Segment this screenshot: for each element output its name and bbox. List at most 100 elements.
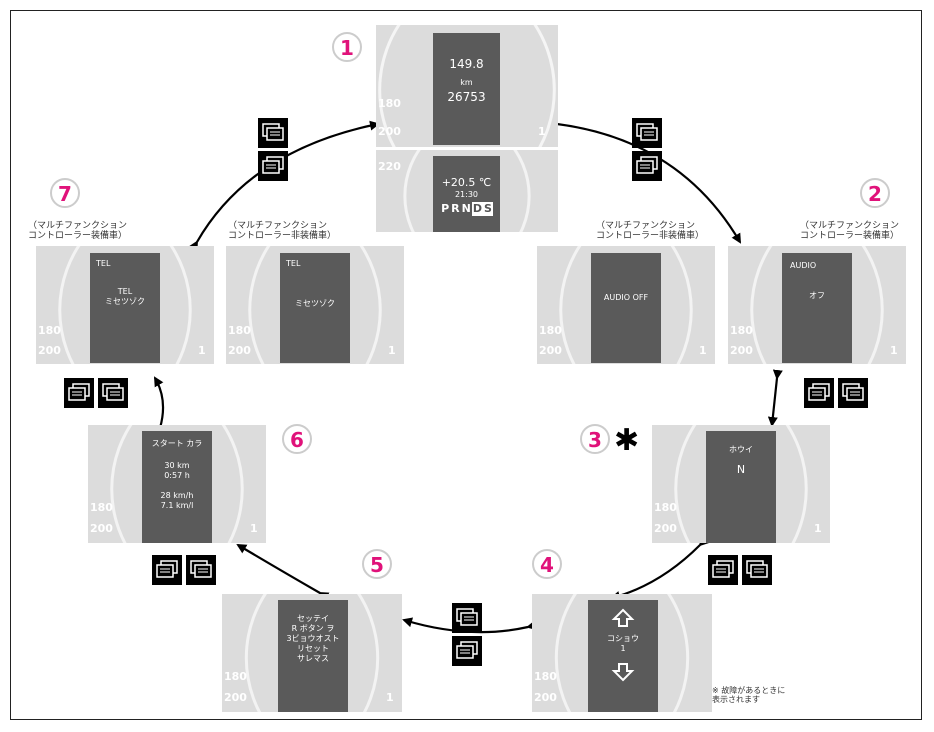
gauge-tick: 180 (224, 670, 247, 683)
gear-s: S (482, 201, 493, 216)
step-number-3: 3 (580, 424, 610, 454)
gauge-arc-left (110, 425, 133, 543)
gauge-tick: 1 (699, 344, 707, 357)
reset-line: セッテイ (297, 614, 329, 623)
page-forward-icon (804, 378, 834, 408)
screen-label: TEL (286, 259, 301, 268)
page-forward-icon (632, 151, 662, 181)
page-back-icon (838, 378, 868, 408)
caption-without-controller: （マルチファンクション コントローラー非装備車） (596, 221, 705, 241)
trip-title: スタート カラ (151, 439, 203, 448)
panel-6: 180 200 1 スタート カラ 30 km 0:57 h 28 km/h 7… (88, 425, 266, 543)
gauge-arcs (403, 150, 531, 232)
arrow-down-icon (611, 663, 635, 682)
display-screen: コショウ 1 (588, 600, 658, 712)
gauge-tick: 200 (224, 691, 247, 704)
arrow-5-6 (236, 543, 330, 602)
gauge-tick: 180 (228, 324, 251, 337)
display-screen: AUDIO オフ (782, 253, 852, 363)
gauge-tick: 180 (654, 501, 677, 514)
display-screen: ホウイ N (706, 431, 776, 543)
gauge-tick: 200 (38, 344, 61, 357)
page-back-icon (452, 603, 482, 633)
trip-distance: 30 km (164, 461, 190, 470)
gauge-tick: 1 (890, 344, 898, 357)
compass-label: ホウイ (729, 445, 753, 454)
panel-3: 180 200 1 ホウイ N (652, 425, 830, 543)
page-back-icon (98, 378, 128, 408)
gauge-tick: 1 (814, 522, 822, 535)
page-forward-icon (708, 555, 738, 585)
gauge-arcs (244, 594, 380, 712)
display-screen: AUDIO OFF (591, 253, 661, 363)
gauge-tick: 180 (539, 324, 562, 337)
gauge-arc-left (248, 246, 271, 364)
gear-n: N (461, 201, 471, 215)
screen-text: オフ (809, 291, 825, 300)
footnote: ※ 故障があるときに 表示されます (712, 686, 786, 704)
reset-line: R ボタン ヲ (291, 624, 335, 633)
panel-7b: 180 200 1 TEL ミセツゾク (226, 246, 404, 364)
gauge-arc-left (750, 246, 773, 364)
gauge-arcs (58, 246, 192, 364)
gauge-arc-left (403, 150, 421, 232)
gauge-arc-right (513, 150, 531, 232)
gauge-tick: 200 (90, 522, 113, 535)
caption-with-controller: （マルチファンクション コントローラー装備車） (28, 221, 128, 241)
gauge-tick: 200 (378, 125, 401, 138)
page-forward-icon (258, 151, 288, 181)
gauge-arc-right (666, 594, 690, 712)
gear-d: D (471, 201, 483, 216)
gear-p: P (441, 201, 450, 215)
gauge-arcs (378, 25, 556, 147)
fault-count: 1 (620, 644, 626, 653)
gauge-arc-left (58, 246, 81, 364)
unit-label: km (460, 78, 473, 87)
reset-line: リセット (297, 644, 329, 653)
step-number-5: 5 (362, 549, 392, 579)
gauge-tick: 200 (654, 522, 677, 535)
gauge-arcs (248, 246, 382, 364)
gauge-arcs (110, 425, 244, 543)
gauge-arc-left (559, 246, 582, 364)
asterisk-mark: ✱ (614, 423, 640, 458)
screen-text: TEL (117, 287, 133, 296)
page-forward-icon (452, 636, 482, 666)
gear-r: R (451, 201, 460, 215)
screen-text: ミセツゾク (295, 299, 335, 308)
gauge-tick: 180 (730, 324, 753, 337)
reset-line: サレマス (297, 654, 329, 663)
trip-consumption: 7.1 km/l (160, 501, 194, 510)
odometer-value: 26753 (447, 90, 486, 104)
gauge-arc-right (785, 425, 808, 543)
page-back-icon (632, 118, 662, 148)
step-number-4: 4 (532, 549, 562, 579)
fault-label: コショウ (607, 634, 639, 643)
page-forward-icon (64, 378, 94, 408)
page-back-icon (742, 555, 772, 585)
gauge-arc-left (244, 594, 268, 712)
arrow-6-7 (152, 376, 165, 438)
gauge-arc-left (554, 594, 578, 712)
clock-value: 21:30 (454, 189, 479, 199)
display-screen: セッテイ R ボタン ヲ 3ビョウオスト リセット サレマス (278, 600, 348, 712)
reset-line: 3ビョウオスト (286, 634, 340, 643)
gauge-tick: 180 (378, 97, 401, 110)
gauge-arc-right (861, 246, 884, 364)
display-screen: 149.8 km 26753 (433, 33, 500, 145)
gauge-tick: 180 (90, 501, 113, 514)
speed-value: 149.8 (449, 57, 484, 71)
gauge-tick: 1 (538, 125, 546, 138)
step-number-1: 1 (332, 32, 362, 62)
gauge-tick: 180 (534, 670, 557, 683)
gauge-tick: 1 (388, 344, 396, 357)
gauge-tick: 1 (198, 344, 206, 357)
step-number-2: 2 (860, 178, 890, 208)
arrow-3-4 (610, 535, 710, 601)
gauge-tick: 200 (534, 691, 557, 704)
gauge-tick: 200 (539, 344, 562, 357)
temperature-value: +20.5 ℃ (441, 176, 492, 189)
gauge-tick: 180 (38, 324, 61, 337)
